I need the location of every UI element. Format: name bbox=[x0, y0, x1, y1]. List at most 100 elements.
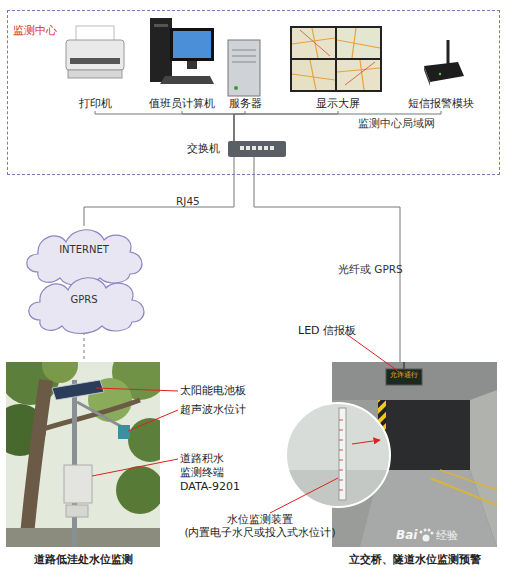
display-wall-icon bbox=[290, 26, 382, 92]
photo-panel: 道路低洼处水位监测 bbox=[6, 362, 160, 547]
node-text: GPRS bbox=[18, 294, 150, 307]
switch-icon bbox=[252, 146, 256, 150]
connector bbox=[95, 111, 234, 141]
connector bbox=[254, 157, 400, 362]
gauge-inset bbox=[286, 470, 390, 510]
photo-panel: 立交桥、隧道水位监测预警 bbox=[332, 362, 497, 547]
tunnel-photo bbox=[470, 390, 497, 547]
computer-icon bbox=[170, 28, 214, 61]
callout-label: 太阳能电池板 bbox=[180, 384, 246, 398]
callout-label: 水位监测装置 (内置电子水尺或投入式水位计) bbox=[178, 513, 342, 539]
display-wall-icon bbox=[337, 28, 380, 58]
switch-icon bbox=[228, 141, 286, 157]
road-photo bbox=[52, 380, 104, 400]
leader-line bbox=[92, 459, 178, 476]
switch-icon bbox=[240, 146, 244, 150]
watermark-text: Bai bbox=[396, 528, 417, 543]
display-wall-icon bbox=[292, 28, 380, 90]
connector bbox=[234, 111, 338, 141]
switch-icon bbox=[246, 146, 250, 150]
leader-line bbox=[270, 333, 402, 513]
node-text: 打印机 bbox=[59, 97, 131, 111]
computer-node: 值班员计算机 bbox=[141, 15, 223, 111]
server-node: 服务器 bbox=[219, 37, 271, 111]
node-text: INTERNET bbox=[18, 244, 150, 257]
display-wall-icon bbox=[290, 26, 382, 92]
computer-icon bbox=[187, 61, 197, 69]
computer-icon bbox=[160, 76, 214, 84]
printer-icon bbox=[66, 26, 124, 78]
watermark-text: 经验 bbox=[436, 529, 458, 543]
gauge-inset bbox=[352, 440, 380, 444]
watermark-paw bbox=[428, 529, 431, 532]
sms-module-icon bbox=[424, 66, 430, 86]
node-text: 值班员计算机 bbox=[141, 97, 223, 111]
connector bbox=[234, 111, 441, 141]
server-icon bbox=[232, 56, 256, 57]
switch-icon bbox=[228, 141, 286, 157]
sms-module-icon bbox=[439, 73, 441, 75]
tunnel-photo bbox=[430, 478, 497, 505]
sms-alarm-node: 短信报警模块 bbox=[401, 37, 481, 111]
road-photo bbox=[42, 362, 78, 383]
tunnel-photo bbox=[440, 470, 497, 490]
watermark-paw bbox=[420, 529, 434, 542]
road-photo bbox=[6, 528, 160, 547]
cloud-outline bbox=[29, 278, 144, 334]
node-text: 服务器 bbox=[219, 97, 271, 111]
node-text: 交换机 bbox=[187, 142, 220, 156]
road-photo bbox=[26, 380, 46, 547]
connector bbox=[84, 157, 234, 226]
display-wall-icon bbox=[300, 30, 375, 85]
computer-icon bbox=[154, 24, 168, 27]
gauge-inset bbox=[286, 403, 390, 510]
road-photo bbox=[77, 402, 124, 428]
connector bbox=[234, 111, 245, 141]
printer-icon bbox=[66, 40, 124, 70]
gauge-inset bbox=[286, 470, 390, 510]
switch-node: 交换机 bbox=[228, 141, 286, 157]
callout-label: 道路积水 监测终端 DATA-9201 bbox=[180, 452, 244, 493]
edge-label: 光纤或 GPRS bbox=[338, 263, 403, 276]
server-icon bbox=[232, 62, 256, 63]
printer-node: 打印机 bbox=[59, 19, 131, 111]
road-photo bbox=[66, 505, 88, 517]
watermark-paw bbox=[420, 531, 423, 534]
cloud-shape bbox=[18, 222, 150, 334]
switch-icon bbox=[264, 146, 268, 150]
monitor-center-box: 监测中心打印机值班员计算机服务器显示大屏短信报警模块 bbox=[7, 10, 500, 175]
leader-line bbox=[92, 388, 178, 476]
tunnel-photo bbox=[332, 362, 497, 402]
server-icon bbox=[228, 40, 260, 96]
sms-module-icon bbox=[424, 40, 464, 86]
road-photo bbox=[72, 380, 77, 547]
network-label: 监测中心局域网 bbox=[358, 117, 435, 130]
server-icon bbox=[228, 40, 260, 96]
node-text: 立交桥、隧道水位监测预警 bbox=[302, 553, 506, 567]
road-photo bbox=[118, 425, 130, 439]
connector bbox=[182, 111, 234, 141]
switch-icon bbox=[270, 146, 274, 150]
leader-line bbox=[345, 333, 402, 374]
leader-line bbox=[270, 478, 338, 513]
printer-icon bbox=[70, 58, 120, 64]
node-text: 短信报警模块 bbox=[401, 97, 481, 111]
watermark-paw bbox=[431, 532, 434, 535]
computer-icon bbox=[150, 18, 214, 84]
road-photo bbox=[116, 466, 160, 514]
sign-text: 允许通行 bbox=[390, 371, 418, 381]
switch-icon bbox=[258, 146, 262, 150]
tunnel-photo bbox=[386, 369, 422, 385]
display-wall-node: 显示大屏 bbox=[283, 23, 393, 111]
server-icon bbox=[232, 50, 256, 51]
computer-icon bbox=[150, 18, 172, 82]
connector bbox=[84, 332, 85, 362]
watermark-paw bbox=[423, 535, 430, 542]
gauge-inset bbox=[339, 408, 346, 500]
node-text: 监测中心 bbox=[13, 24, 57, 38]
callout-label: 超声波水位计 bbox=[180, 403, 246, 417]
computer-icon bbox=[173, 31, 211, 58]
sms-module-icon bbox=[447, 40, 450, 64]
node-text: 显示大屏 bbox=[283, 97, 393, 111]
tunnel-photo bbox=[380, 400, 470, 470]
